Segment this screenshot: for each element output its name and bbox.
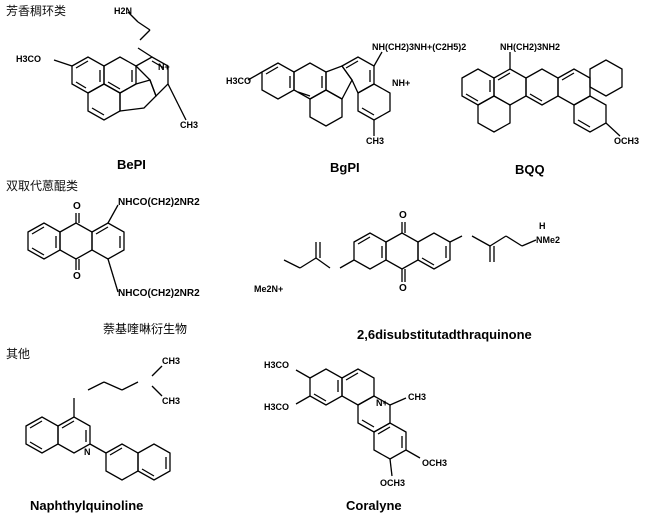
category-aromatic-fused: 芳香稠环类: [6, 4, 67, 18]
category-other: 其他: [6, 347, 31, 361]
structure-coralyne: [295, 368, 421, 477]
label-bepi-h3co: H3CO: [16, 54, 42, 64]
label-aq2-o-top: O: [399, 210, 407, 221]
category-disubstituted-anthraquinone: 双取代蒽醌类: [6, 179, 79, 193]
label-coralyne-och3-1: H3CO: [264, 360, 290, 370]
label-nq-n-ring: N: [84, 447, 91, 457]
label-bgpi-ch3: CH3: [366, 136, 385, 146]
label-aq2-h: H: [539, 221, 546, 231]
label-aq2-o-bottom: O: [399, 283, 407, 294]
caption-naphthylquinazoline: 萘基喹啉衍生物: [103, 322, 188, 336]
label-bepi-h2n: H2N: [114, 6, 133, 16]
label-nq-ch3-bottom: CH3: [162, 396, 181, 406]
label-coralyne-och3-3: OCH3: [422, 458, 448, 468]
label-bgpi-nhplus: NH+: [392, 78, 411, 88]
label-aq1-nhco-top: NHCO(CH2)2NR2: [118, 197, 200, 208]
caption-bgpi: BgPI: [330, 160, 360, 175]
label-nq-ch3-top: CH3: [162, 356, 181, 366]
structure-bepi: [53, 11, 187, 121]
label-coralyne-nplus: N+: [376, 398, 388, 408]
structure-bqq: [461, 52, 623, 137]
label-bqq-chain: NH(CH2)3NH2: [500, 42, 561, 52]
label-bgpi-h3co: H3CO: [226, 76, 252, 86]
label-coralyne-och3-4: OCH3: [380, 478, 406, 488]
label-aq1-o-bottom: O: [73, 271, 81, 282]
caption-bqq: BQQ: [515, 162, 545, 177]
label-bepi-nplus: N+: [158, 62, 170, 72]
structure-disubstituted-anthraquinone-2: [283, 222, 537, 282]
label-bepi-ch3: CH3: [180, 120, 199, 130]
caption-disubstituted-anthraquinone: 2,6disubstitutadthraquinone: [357, 327, 532, 342]
structure-bgpi: [247, 51, 391, 136]
label-bqq-och3: OCH3: [614, 136, 640, 146]
label-aq2-nme2: NMe2: [536, 235, 561, 245]
caption-bepi: BePI: [117, 157, 146, 172]
label-coralyne-ch3: CH3: [408, 392, 427, 402]
caption-naphthylquinoline: Naphthylquinoline: [30, 498, 144, 513]
structure-disubstituted-anthraquinone-1: [27, 204, 125, 293]
caption-coralyne: Coralyne: [346, 498, 402, 513]
label-bgpi-chain: NH(CH2)3NH+(C2H5)2: [372, 42, 467, 52]
structure-naphthylquinoline: [25, 365, 171, 481]
label-aq1-o-top: O: [73, 201, 81, 212]
label-coralyne-och3-2: H3CO: [264, 402, 290, 412]
label-aq2-me2n: Me2N+: [254, 284, 284, 294]
label-aq1-nhco-bottom: NHCO(CH2)2NR2: [118, 288, 200, 299]
